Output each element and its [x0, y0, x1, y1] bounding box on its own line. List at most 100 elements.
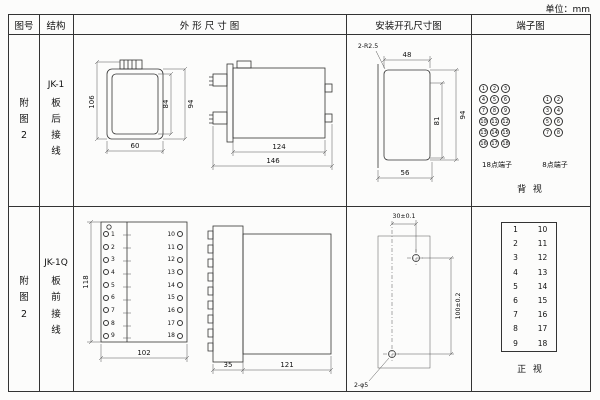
- terminal-number: 13: [155, 266, 183, 279]
- terminal-number: 2: [513, 239, 518, 249]
- terminal-number: 7: [513, 310, 518, 320]
- terminal-number: 16: [479, 139, 488, 148]
- grid-line: [9, 34, 590, 35]
- dim-height-total: 106: [88, 95, 96, 109]
- dim-hole-offset-v: 100±0.2: [455, 293, 462, 320]
- dim-hole-offset-h: 30±0.1: [393, 213, 416, 220]
- terminal-number: 14: [155, 279, 183, 292]
- terminal-number: 1: [103, 228, 115, 241]
- grid-line: [9, 206, 590, 207]
- terminal-number: 8: [103, 317, 115, 330]
- terminal-number: 3: [103, 253, 115, 266]
- terminal-number: 8: [490, 106, 499, 115]
- terminal-number: 8: [554, 128, 563, 137]
- terminal-number: 5: [513, 281, 518, 291]
- header-fig-no: 图号: [14, 20, 34, 32]
- terminal-number: 11: [155, 241, 183, 254]
- terminal-number: 5: [103, 279, 115, 292]
- terminal-number: 10: [537, 225, 548, 234]
- header-install: 安装开孔尺寸图: [375, 20, 442, 32]
- dim-cutout-height: 94: [459, 110, 467, 119]
- terminal-number: 1: [479, 84, 488, 93]
- row2-structure-cell: JK-1Q 板前接线: [39, 206, 73, 391]
- terminal-number: 6: [501, 95, 510, 104]
- grid-line: [471, 15, 472, 391]
- terminal-number: 2: [554, 95, 563, 104]
- grid-line: [73, 15, 74, 391]
- terminal-number: 13: [479, 128, 488, 137]
- terminal-number: 17: [537, 324, 548, 334]
- terminal-number: 1: [513, 225, 518, 234]
- terminal-number: 15: [501, 128, 510, 137]
- dim-depth-inner: 124: [272, 143, 286, 151]
- grid-line: [39, 15, 40, 391]
- model-label: JK-1: [47, 79, 65, 90]
- dim-board-height: 118: [82, 275, 90, 288]
- panel-cutout-drawing: 2-R2.5 48 81 94 56: [358, 43, 467, 182]
- dim-total-width: 56: [401, 169, 410, 177]
- terminal-number: 9: [103, 330, 115, 343]
- dim-corner-radius: 2-R2.5: [358, 43, 378, 50]
- board-front-outline-drawing: 118 102: [82, 219, 190, 362]
- dim-hole-spacing: 81: [433, 117, 441, 126]
- terminal-number: 6: [103, 291, 115, 304]
- dim-height-outer: 94: [187, 99, 195, 108]
- relay-side-view-drawing: 124 146: [209, 60, 335, 170]
- terminal-number: 10: [479, 117, 488, 126]
- grid-line: [346, 15, 347, 391]
- terminal-number: 9: [501, 106, 510, 115]
- terminal-number: 16: [537, 310, 548, 320]
- row1-outline-cell: 106 84 94 60 124 146: [73, 34, 346, 206]
- board-side-view-drawing: 35 121: [207, 225, 334, 374]
- header-structure: 结构: [46, 20, 66, 32]
- fig-no-label: 附图2: [19, 276, 29, 320]
- terminal-number: 4: [103, 266, 115, 279]
- row2-install-cell: 30±0.1 100±0.2 2-φ5: [346, 206, 471, 391]
- dim-cutout-width: 48: [403, 51, 412, 59]
- row1-fig-no-cell: 附图2: [9, 34, 39, 206]
- model-label: JK-1Q: [44, 258, 68, 269]
- rear-view-label: 背 视: [517, 185, 544, 195]
- terminal-number: 4: [554, 106, 563, 115]
- terminal-number: 12: [537, 253, 548, 263]
- dim-body-depth: 121: [280, 361, 293, 369]
- terminal-number: 7: [543, 128, 552, 137]
- terminal-number: 4: [479, 95, 488, 104]
- drawing-table: 图号 结构 外 形 尺 寸 图 安装开孔尺寸图 端子图 附图2 JK-1 板后接…: [8, 14, 591, 392]
- terminal-number: 4: [513, 267, 518, 277]
- header-terminal: 端子图: [516, 20, 545, 32]
- terminal-number: 18: [155, 330, 183, 343]
- dim-width-bottom: 60: [131, 142, 140, 150]
- relay-front-view-drawing: 106 84 94 60: [88, 59, 195, 154]
- terminal-number: 8: [513, 324, 518, 334]
- dim-board-width: 102: [137, 349, 150, 357]
- terminal-number: 6: [554, 117, 563, 126]
- wiring-label: 板后接线: [51, 97, 61, 158]
- header-outline: 外 形 尺 寸 图: [179, 20, 240, 32]
- terminal-number: 2: [490, 84, 499, 93]
- terminal-number: 14: [490, 128, 499, 137]
- terminal-number: 18: [537, 338, 548, 348]
- row2-fig-no-cell: 附图2: [9, 206, 39, 391]
- unit-label: 单位：mm: [545, 5, 590, 15]
- terminal-number: 5: [490, 95, 499, 104]
- dim-hole-diameter: 2-φ5: [354, 382, 368, 389]
- drilling-plan-drawing: 30±0.1 100±0.2 2-φ5: [354, 213, 462, 389]
- terminal-number: 15: [537, 296, 548, 306]
- terminal-grid-18-label: 18点端子: [482, 161, 512, 169]
- terminal-number: 13: [537, 267, 548, 277]
- terminal-number: 7: [103, 304, 115, 317]
- front-view-label: 正 视: [517, 365, 544, 375]
- terminal-number: 7: [479, 106, 488, 115]
